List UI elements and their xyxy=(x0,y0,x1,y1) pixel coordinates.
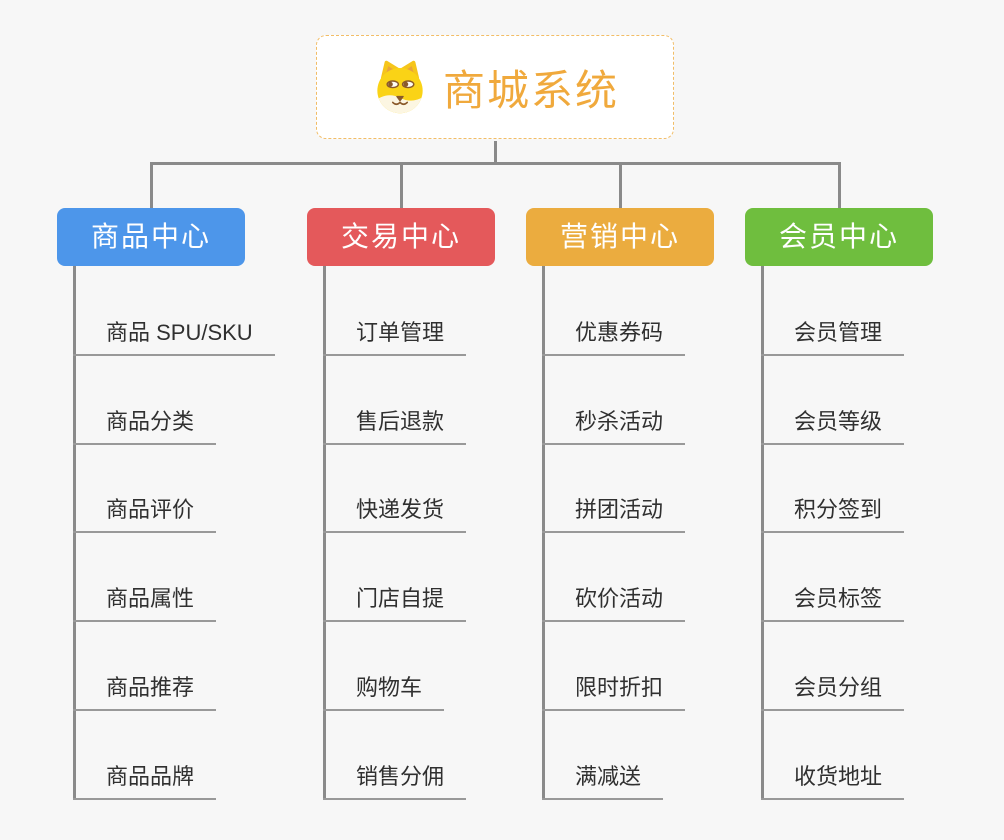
trunk-connector xyxy=(150,162,840,165)
leaf-item[interactable]: 会员标签 xyxy=(761,578,905,622)
leaf-item[interactable]: 销售分佣 xyxy=(323,756,467,800)
leaf-item[interactable]: 拼团活动 xyxy=(542,489,686,533)
leaf-item[interactable]: 会员等级 xyxy=(761,401,905,445)
leaf-item[interactable]: 会员管理 xyxy=(761,312,905,356)
leaf-item[interactable]: 商品 SPU/SKU xyxy=(73,312,275,356)
branch-column-member: 会员管理 会员等级 积分签到 会员标签 会员分组 收货地址 xyxy=(761,266,1001,800)
root-title: 商城系统 xyxy=(442,66,619,114)
leaf-item[interactable]: 商品品牌 xyxy=(73,756,217,800)
leaf-item[interactable]: 积分签到 xyxy=(761,489,905,533)
branch-column-product: 商品 SPU/SKU 商品分类 商品评价 商品属性 商品推荐 商品品牌 xyxy=(73,266,313,800)
branch-product-center[interactable]: 商品中心 xyxy=(57,208,245,266)
leaf-item[interactable]: 限时折扣 xyxy=(542,667,686,711)
doge-face-icon xyxy=(377,60,423,114)
leaf-item[interactable]: 商品属性 xyxy=(73,578,217,622)
root-stem-connector xyxy=(494,141,497,164)
leaf-item[interactable]: 门店自提 xyxy=(323,578,467,622)
leaf-item[interactable]: 会员分组 xyxy=(761,667,905,711)
leaf-item[interactable]: 秒杀活动 xyxy=(542,401,686,445)
drop-connector xyxy=(400,162,403,209)
branch-marketing-center[interactable]: 营销中心 xyxy=(526,208,714,266)
leaf-item[interactable]: 售后退款 xyxy=(323,401,467,445)
branch-member-center[interactable]: 会员中心 xyxy=(745,208,933,266)
branch-column-trade: 订单管理 售后退款 快递发货 门店自提 购物车 销售分佣 xyxy=(323,266,563,800)
drop-connector xyxy=(150,162,153,209)
leaf-item[interactable]: 商品推荐 xyxy=(73,667,217,711)
drop-connector xyxy=(619,162,622,209)
leaf-item[interactable]: 购物车 xyxy=(323,667,445,711)
drop-connector xyxy=(838,162,841,209)
leaf-item[interactable]: 砍价活动 xyxy=(542,578,686,622)
leaf-item[interactable]: 订单管理 xyxy=(323,312,467,356)
leaf-item[interactable]: 收货地址 xyxy=(761,756,905,800)
leaf-item[interactable]: 优惠券码 xyxy=(542,312,686,356)
branch-trade-center[interactable]: 交易中心 xyxy=(307,208,495,266)
leaf-item[interactable]: 满减送 xyxy=(542,756,664,800)
root-node-mall-system[interactable]: 商城系统 xyxy=(316,35,674,139)
leaf-item[interactable]: 商品评价 xyxy=(73,489,217,533)
leaf-item[interactable]: 商品分类 xyxy=(73,401,217,445)
branch-column-marketing: 优惠券码 秒杀活动 拼团活动 砍价活动 限时折扣 满减送 xyxy=(542,266,782,800)
leaf-item[interactable]: 快递发货 xyxy=(323,489,467,533)
